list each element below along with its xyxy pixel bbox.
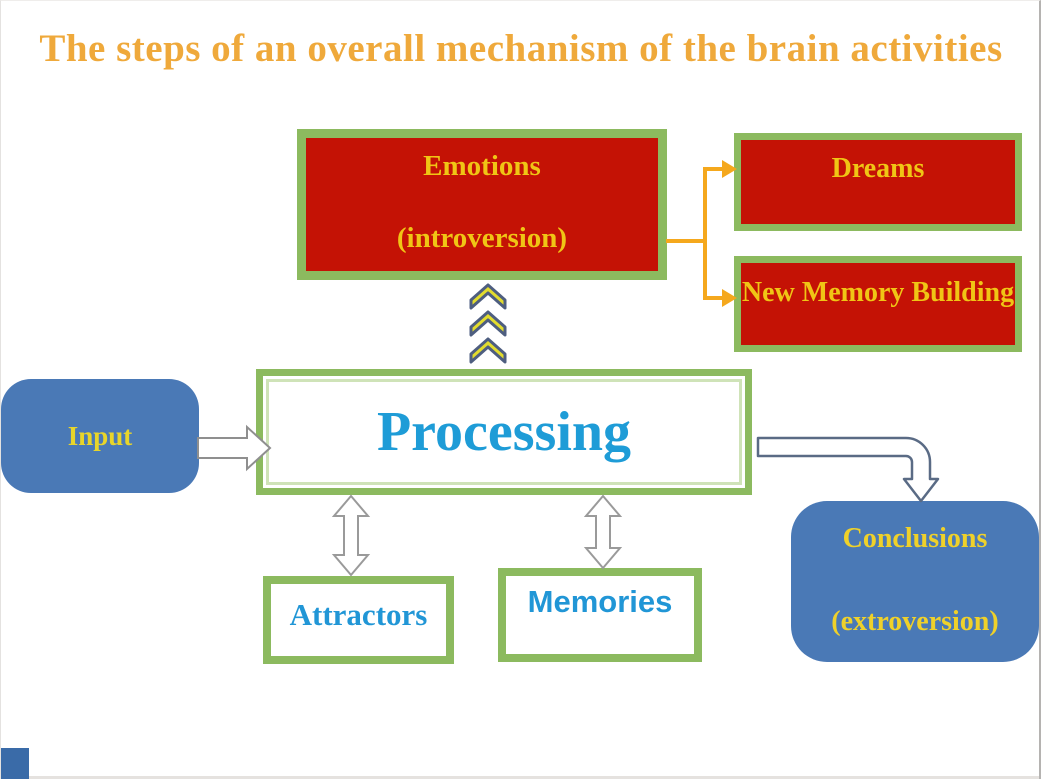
input-label: Input — [67, 420, 133, 451]
dreams-box: Dreams — [734, 133, 1022, 231]
new-memory-building-label: New Memory Building — [741, 277, 1015, 308]
processing-attractors-arrow — [331, 494, 371, 577]
memories-label: Memories — [527, 584, 673, 619]
emotions-line2: (introversion) — [396, 222, 568, 254]
processing-to-conclusions-arrow — [756, 436, 940, 503]
processing-box: Processing — [256, 369, 752, 495]
attractors-label: Attractors — [289, 597, 428, 632]
processing-label: Processing — [376, 401, 632, 463]
emotions-box: Emotions (introversion) — [297, 129, 667, 280]
memories-box: Memories — [498, 568, 702, 662]
diagram-title: The steps of an overall mechanism of the… — [39, 27, 1003, 70]
chevron-up-icon — [469, 337, 507, 364]
emotions-line1: Emotions — [423, 150, 541, 182]
chevron-up-icon — [469, 310, 507, 337]
processing-to-emotions-chevrons — [469, 283, 507, 364]
bottom-edge-strip — [1, 776, 1039, 779]
processing-memories-arrow — [583, 494, 623, 570]
new-memory-building-box: New Memory Building — [734, 256, 1022, 352]
input-box: Input — [1, 379, 199, 493]
conclusions-line2: (extroversion) — [831, 606, 999, 637]
conclusions-box: Conclusions (extroversion) — [791, 501, 1039, 662]
dreams-label: Dreams — [831, 153, 925, 184]
emotions-to-new-memory-arrow — [703, 241, 737, 307]
bottom-left-accent-bar — [1, 748, 29, 779]
chevron-up-icon — [469, 283, 507, 310]
emotions-to-dreams-arrow — [666, 160, 737, 243]
conclusions-line1: Conclusions — [842, 523, 988, 554]
attractors-box: Attractors — [263, 576, 454, 664]
